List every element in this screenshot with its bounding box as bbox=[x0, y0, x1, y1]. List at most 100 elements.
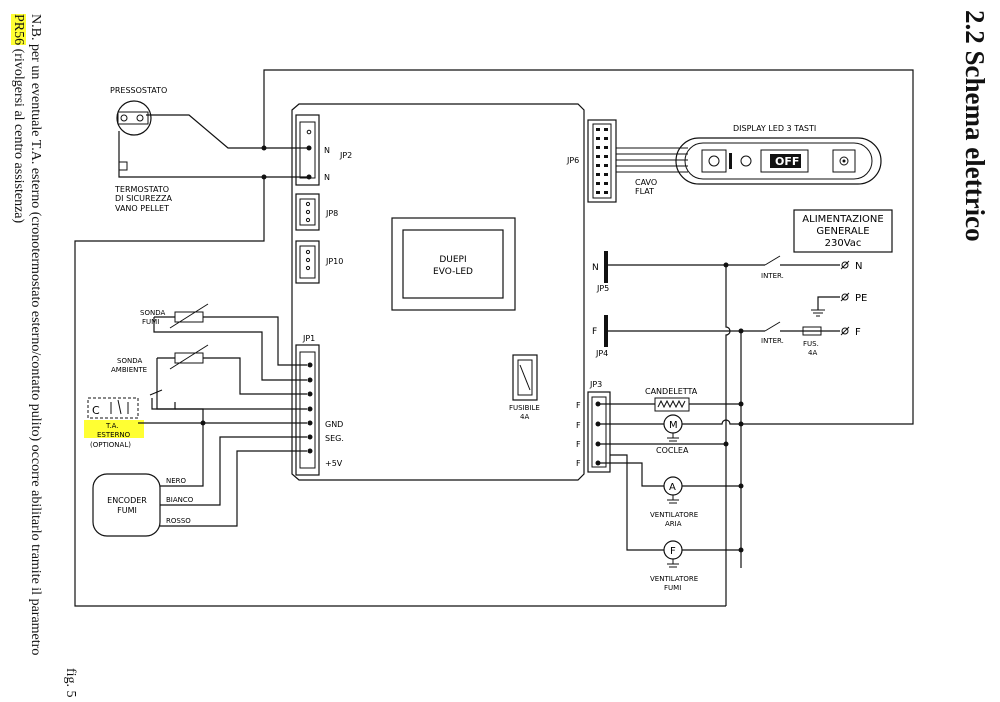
inter-switch-2 bbox=[764, 321, 781, 332]
fusibile-1: FUSIBILE bbox=[509, 404, 540, 412]
candeletta-resistor bbox=[654, 397, 690, 412]
jp4-f: F bbox=[592, 327, 597, 337]
board-chip-outer bbox=[391, 217, 516, 311]
termostato-symbol bbox=[119, 161, 128, 171]
fumi-f: F bbox=[670, 546, 676, 557]
jp3-f1: F bbox=[576, 401, 581, 410]
display-panel bbox=[675, 137, 882, 185]
display-button-mid[interactable] bbox=[740, 155, 752, 167]
pressostato bbox=[116, 100, 152, 136]
candeletta-label: CANDELETTA bbox=[645, 387, 698, 396]
alimentazione-3: 230Vac bbox=[825, 238, 862, 249]
jp2-n1: N bbox=[324, 146, 330, 155]
pressostato-label: PRESSOSTATO bbox=[110, 86, 167, 95]
sonda-fumi-wire-c bbox=[153, 317, 307, 381]
coclea-m: M bbox=[669, 420, 678, 431]
jp2-n2: N bbox=[324, 173, 330, 182]
encoder-rosso bbox=[160, 450, 307, 527]
jp3-label: JP3 bbox=[589, 380, 602, 389]
ta-highlight bbox=[84, 420, 144, 438]
pressostato-wire bbox=[146, 114, 307, 149]
jp10-connector bbox=[295, 240, 320, 284]
aria-label-1: VENTILATORE bbox=[650, 511, 698, 519]
encoder-bianco bbox=[160, 436, 307, 506]
jp3-pins bbox=[595, 401, 601, 466]
alimentazione-box bbox=[793, 209, 893, 253]
display-screen bbox=[760, 149, 809, 173]
jp5-label: JP5 bbox=[596, 284, 609, 293]
outer-wire-left bbox=[74, 177, 726, 607]
term-n: N bbox=[855, 261, 862, 272]
jp1-pins bbox=[307, 362, 313, 454]
jp1-connector bbox=[295, 344, 320, 476]
termostato-label-3: VANO PELLET bbox=[115, 204, 169, 213]
encoder-2: FUMI bbox=[117, 506, 137, 515]
sonda-fumi-2: FUMI bbox=[142, 318, 159, 326]
coclea-wire-b bbox=[682, 419, 744, 425]
term-pe: PE bbox=[855, 293, 867, 304]
jp6-connector bbox=[587, 119, 617, 203]
jp8-label: JP8 bbox=[325, 209, 338, 218]
fus-1: FUS. bbox=[803, 340, 819, 348]
sonda-fumi-1: SONDA bbox=[140, 309, 165, 317]
fumi-label-1: VENTILATORE bbox=[650, 575, 698, 583]
inter-1: INTER. bbox=[761, 272, 784, 280]
sonda-ambiente-2: AMBIENTE bbox=[111, 366, 147, 374]
inter-2: INTER. bbox=[761, 337, 784, 345]
alimentazione-2: GENERALE bbox=[816, 226, 869, 237]
jp3-f3: F bbox=[576, 440, 581, 449]
ta-esterno-1: T.A. bbox=[105, 422, 119, 430]
encoder-bianco-label: BIANCO bbox=[166, 496, 194, 504]
encoder-rosso-label: ROSSO bbox=[166, 517, 191, 525]
board-label-1: DUEPI bbox=[439, 255, 466, 265]
fus-2: 4A bbox=[808, 349, 817, 357]
outer-wire-top bbox=[263, 69, 914, 425]
bus-n bbox=[725, 265, 731, 606]
ta-wire-c bbox=[175, 408, 204, 423]
jp3-connector bbox=[587, 391, 611, 473]
cavo-label-1: CAVO bbox=[635, 178, 657, 187]
jp10-label: JP10 bbox=[325, 257, 343, 266]
ta-box bbox=[87, 397, 139, 419]
junction bbox=[261, 145, 267, 151]
aria-a: A bbox=[669, 482, 676, 493]
encoder-1: ENCODER bbox=[107, 496, 147, 505]
jp1-label: JP1 bbox=[302, 334, 315, 343]
termostato-label-1: TERMOSTATO bbox=[114, 185, 169, 194]
aria-wire-in bbox=[598, 462, 664, 487]
jp3-f2: F bbox=[576, 421, 581, 430]
display-label: DISPLAY LED 3 TASTI bbox=[733, 124, 816, 133]
sonda-amb-wire-b bbox=[203, 357, 307, 395]
board-chip-inner bbox=[402, 229, 504, 299]
encoder-box bbox=[92, 473, 161, 537]
ta-esterno-2: ESTERNO bbox=[97, 431, 131, 439]
jp1-gnd: GND bbox=[325, 420, 343, 429]
jp6-pins bbox=[596, 128, 608, 194]
jp2-label: JP2 bbox=[339, 151, 352, 160]
ta-wire-a bbox=[151, 398, 176, 410]
fumi-wire-in bbox=[610, 454, 664, 551]
board-label-2: EVO-LED bbox=[433, 267, 473, 277]
display-off: OFF bbox=[775, 155, 799, 168]
aria-label-2: ARIA bbox=[665, 520, 682, 528]
sonda-fumi-resistor bbox=[174, 311, 204, 323]
termostato-wire bbox=[118, 131, 307, 178]
display-button-right[interactable] bbox=[832, 149, 856, 173]
alimentazione-1: ALIMENTAZIONE bbox=[802, 214, 883, 225]
termostato-label-2: DI SICUREZZA bbox=[115, 194, 173, 203]
jp2-connector bbox=[295, 114, 320, 186]
junction bbox=[261, 174, 267, 180]
jp8-connector bbox=[295, 193, 320, 231]
sonda-ambiente-resistor bbox=[174, 352, 204, 364]
wire-pe bbox=[817, 296, 840, 310]
jp1-seg: SEG. bbox=[325, 434, 344, 443]
fusibile-2: 4A bbox=[520, 413, 529, 421]
fus-symbol bbox=[802, 326, 822, 336]
jp5-n: N bbox=[592, 263, 599, 273]
display-button-left[interactable] bbox=[701, 149, 727, 173]
encoder-nero-label: NERO bbox=[166, 477, 187, 485]
sonda-ambiente-1: SONDA bbox=[117, 357, 142, 365]
term-f: F bbox=[855, 327, 861, 338]
